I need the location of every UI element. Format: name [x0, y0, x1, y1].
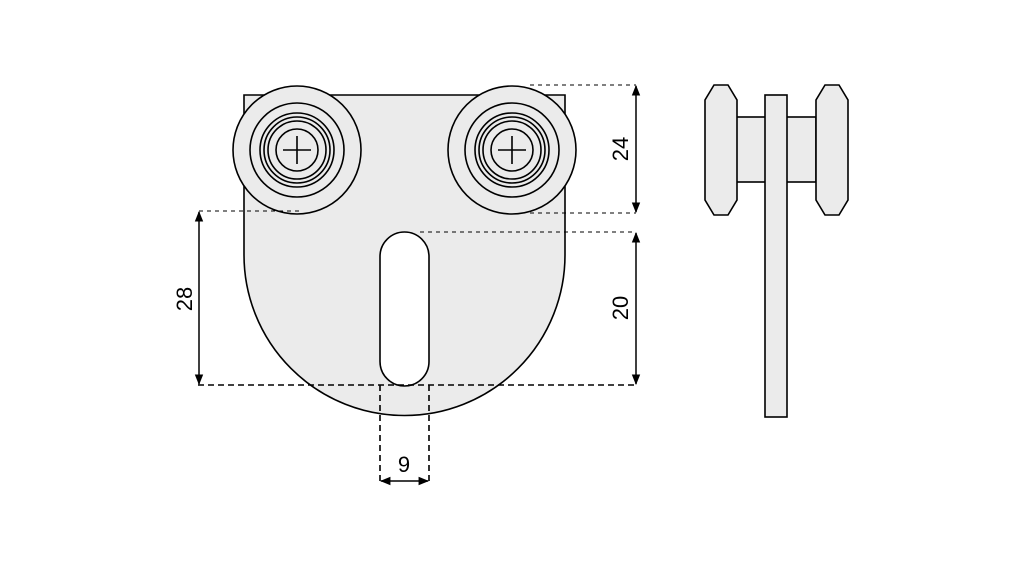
screw-cross-icon: [283, 136, 311, 164]
dimension-lines: [194, 84, 641, 486]
side-left-wheel: [704, 84, 738, 216]
left-wheel: [232, 85, 362, 215]
side-right-wheel: [815, 84, 849, 216]
dim-9-label: 9: [398, 452, 410, 477]
dim-28-label: 28: [172, 287, 197, 311]
front-view: [232, 85, 577, 417]
side-plate: [764, 94, 788, 418]
side-view: [704, 84, 849, 418]
dim-24-label: 24: [608, 137, 633, 161]
dim-20-label: 20: [608, 296, 633, 320]
screw-cross-icon: [498, 136, 526, 164]
slot: [379, 231, 430, 387]
right-wheel: [447, 85, 577, 215]
